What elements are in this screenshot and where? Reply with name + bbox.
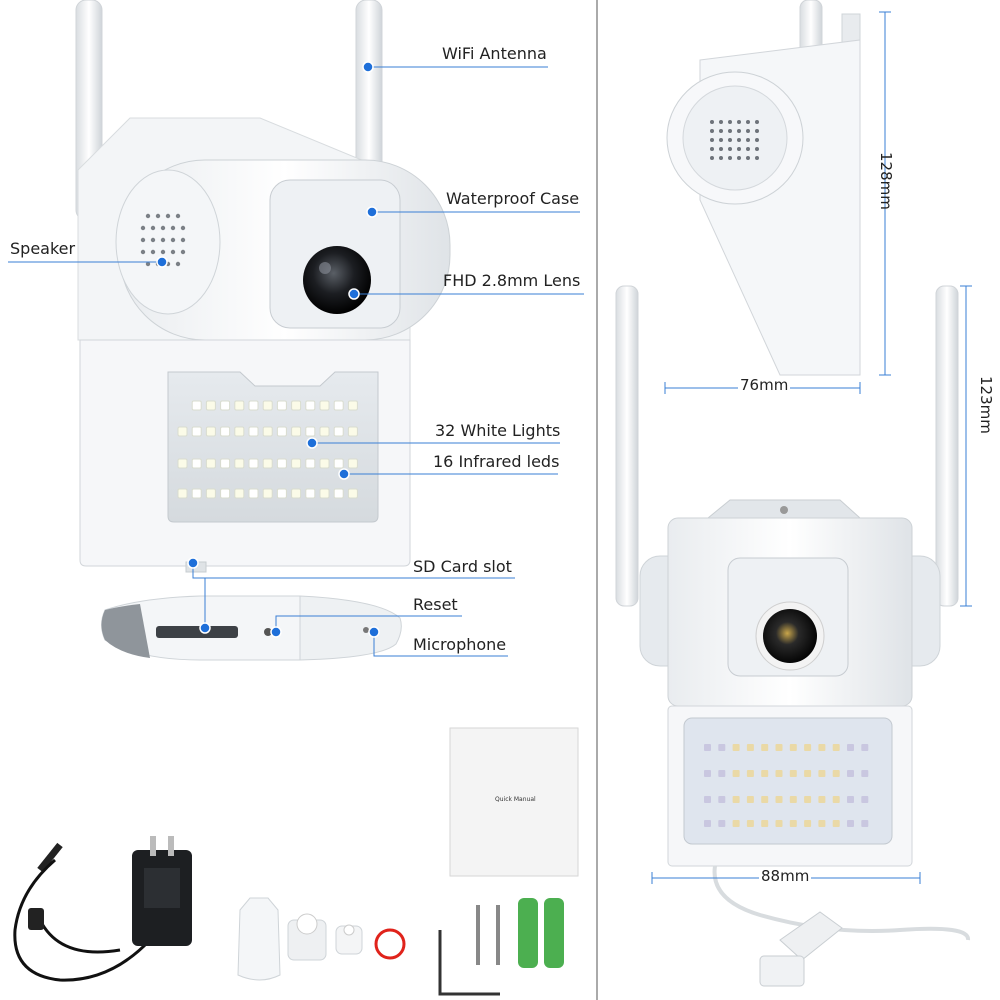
dim-height-front: 123mm [977, 376, 995, 434]
label-sd-card-slot: SD Card slot [413, 557, 512, 576]
led-grid [177, 400, 358, 499]
dim-height-top: 128mm [877, 152, 895, 210]
dim-width-front: 88mm [759, 867, 812, 885]
label-lens: FHD 2.8mm Lens [443, 271, 581, 290]
label-wifi-antenna: WiFi Antenna [442, 44, 547, 63]
label-infrared-leds: 16 Infrared leds [433, 452, 560, 471]
speaker-cap [115, 169, 221, 315]
power-adapter [13, 836, 192, 982]
reset-hole [264, 628, 272, 636]
light-panel [167, 371, 379, 523]
sd-slot-graphic [156, 626, 238, 638]
callout-dots [156, 61, 380, 638]
label-waterproof-case: Waterproof Case [446, 189, 580, 208]
waterproof-cap-kit [237, 897, 406, 981]
mic-hole [363, 627, 369, 633]
o-ring [374, 928, 406, 960]
antenna-right [355, 0, 383, 181]
quick-manual-graphic [449, 727, 579, 877]
screws-and-anchors [438, 898, 564, 996]
side-view [666, 0, 861, 376]
front-lens [763, 609, 817, 663]
label-white-lights: 32 White Lights [435, 421, 561, 440]
manual-title: Quick Manual [495, 796, 536, 803]
label-reset: Reset [413, 595, 458, 614]
lens [303, 246, 371, 314]
speaker-grille [140, 213, 186, 267]
dim-width-top: 76mm [738, 376, 791, 394]
main-camera [75, 0, 451, 573]
label-speaker: Speaker [10, 239, 76, 258]
label-microphone: Microphone [413, 635, 507, 654]
bottom-view [101, 595, 402, 661]
front-view [615, 285, 970, 987]
front-led-grid [704, 744, 869, 827]
